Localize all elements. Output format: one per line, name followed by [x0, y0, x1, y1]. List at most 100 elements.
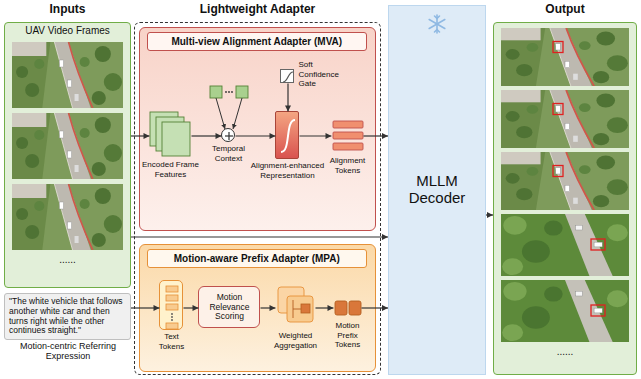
- feature-stack: [156, 117, 184, 151]
- connector-arrow: [260, 307, 275, 308]
- connector-arrow: [315, 307, 333, 308]
- component-caption: Motion Prefix Tokens: [327, 321, 367, 349]
- frozen-snowflake: [429, 20, 445, 29]
- connector-arrow: [299, 135, 331, 136]
- prefix-token-cells: [335, 301, 361, 315]
- temporal-glyph: [216, 98, 225, 129]
- frozen-snowflake: [437, 16, 440, 19]
- sum-circle: Temporal Context: [221, 128, 235, 142]
- alignment-token-bars: [333, 121, 363, 150]
- expression-text: "The white vehicle that follows another …: [9, 297, 126, 336]
- frozen-snowflake: [429, 20, 445, 29]
- decoder-label: MLLM Decoder: [397, 172, 477, 207]
- group-heading: Lightweight Adapter: [135, 3, 380, 17]
- aggregation-glyph: [278, 287, 304, 313]
- output-panel: Output......: [493, 22, 637, 375]
- connector-arrow: [131, 307, 159, 308]
- text-token-cells: [166, 286, 178, 292]
- connector-arrow: [361, 307, 388, 308]
- text-token-cells: [171, 313, 173, 315]
- module-title: Motion-aware Prefix Adapter (MPA): [147, 249, 367, 269]
- prefix-tokens: Motion Prefix Tokens: [333, 296, 361, 318]
- temporal-glyph: [233, 98, 242, 129]
- gate-label: Soft Confidence Gate: [298, 60, 350, 88]
- connector-arrow: [363, 135, 388, 136]
- panel-heading: Output: [494, 3, 636, 17]
- mpa-module: Motion-aware Prefix Adapter (MPA) Text To…: [139, 244, 376, 372]
- component-caption: Text Tokens: [153, 332, 189, 350]
- component-caption: Weighted Aggregation: [265, 331, 325, 349]
- feature-stack: Encoded Frame Features: [149, 111, 191, 157]
- temporal-glyph: [210, 86, 222, 98]
- text-token-cells: [166, 295, 178, 301]
- frozen-snowflake: [429, 15, 445, 33]
- temporal-glyph: [225, 91, 227, 93]
- output-frames: [501, 28, 629, 342]
- text-token-cells: [171, 319, 173, 321]
- input-panel: InputsUAV Video Frames......: [4, 22, 131, 288]
- bounding-boxes: [553, 104, 563, 115]
- prefix-token-cells: [349, 301, 361, 315]
- temporal-glyph: [228, 132, 229, 140]
- text-token-cells: [166, 286, 178, 329]
- connector-arrow: [486, 214, 493, 215]
- temporal-glyph: [228, 91, 230, 93]
- process-label: Motion Relevance Scoring: [201, 293, 257, 322]
- bounding-boxes: [553, 166, 563, 177]
- decoder-block: MLLM Decoder: [388, 5, 486, 375]
- token-bars: Alignment Tokens: [331, 117, 363, 153]
- feature-stack: [150, 112, 178, 146]
- frozen-snowflake: [435, 16, 438, 19]
- connector-arrow: [191, 135, 221, 136]
- module-title: Multi-view Alignment Adapter (MVA): [147, 32, 367, 52]
- text-token-cells: [166, 323, 178, 329]
- adapter-group: Lightweight AdapterMulti-view Alignment …: [134, 22, 381, 375]
- component-caption: Temporal Context: [206, 144, 250, 162]
- output-frames: [501, 214, 629, 276]
- ellipsis: ......: [494, 346, 636, 358]
- component-caption: Alignment-enhanced Representation: [247, 161, 327, 179]
- component-caption: Encoded Frame Features: [139, 160, 201, 178]
- temporal-glyph: [225, 135, 233, 136]
- aggregation-glyph: Weighted Aggregation: [275, 284, 315, 328]
- alignment-glyph: [283, 72, 293, 82]
- frozen-snowflake: [437, 30, 440, 33]
- component-caption: Alignment Tokens: [324, 156, 370, 174]
- output-frames: [501, 28, 629, 86]
- alignment-block: Alignment-enhanced Representation: [275, 111, 299, 159]
- text-token-cells: [171, 316, 173, 318]
- temporal-glyph: [231, 91, 233, 93]
- frozen-snowflake: [435, 30, 438, 33]
- temporal-glyph: [236, 86, 248, 98]
- connector-arrow: [287, 83, 288, 111]
- panel-heading: Inputs: [5, 3, 130, 17]
- input-frames: [12, 42, 123, 250]
- output-frames: [501, 280, 629, 342]
- connector-arrow: [235, 135, 275, 136]
- token-column: Text Tokens: [159, 280, 183, 330]
- connector-arrow: [183, 307, 198, 308]
- alignment-token-bars: [333, 143, 363, 150]
- expression-box: "The white vehicle that follows another …: [4, 293, 131, 340]
- ellipsis: ......: [5, 254, 130, 266]
- aggregation-glyph: [293, 309, 301, 310]
- aggregation-glyph: [293, 300, 294, 318]
- bounding-boxes: [553, 42, 605, 317]
- input-frames: [12, 184, 123, 250]
- process-box: Motion Relevance Scoring: [198, 286, 260, 328]
- input-frames: [12, 113, 123, 179]
- feature-stack: [162, 122, 190, 156]
- bounding-boxes: [591, 239, 605, 250]
- output-frames: [501, 90, 629, 148]
- connector-arrow: [131, 236, 388, 237]
- panel-subtitle: UAV Video Frames: [5, 25, 130, 37]
- output-frames: [501, 152, 629, 210]
- alignment-glyph: [281, 120, 295, 152]
- alignment-token-bars: [333, 132, 363, 139]
- prefix-token-cells: [335, 301, 347, 315]
- connector-arrow: [131, 135, 149, 136]
- temporal-glyph: [210, 86, 248, 140]
- aggregation-glyph: [301, 304, 310, 313]
- bounding-boxes: [591, 305, 605, 316]
